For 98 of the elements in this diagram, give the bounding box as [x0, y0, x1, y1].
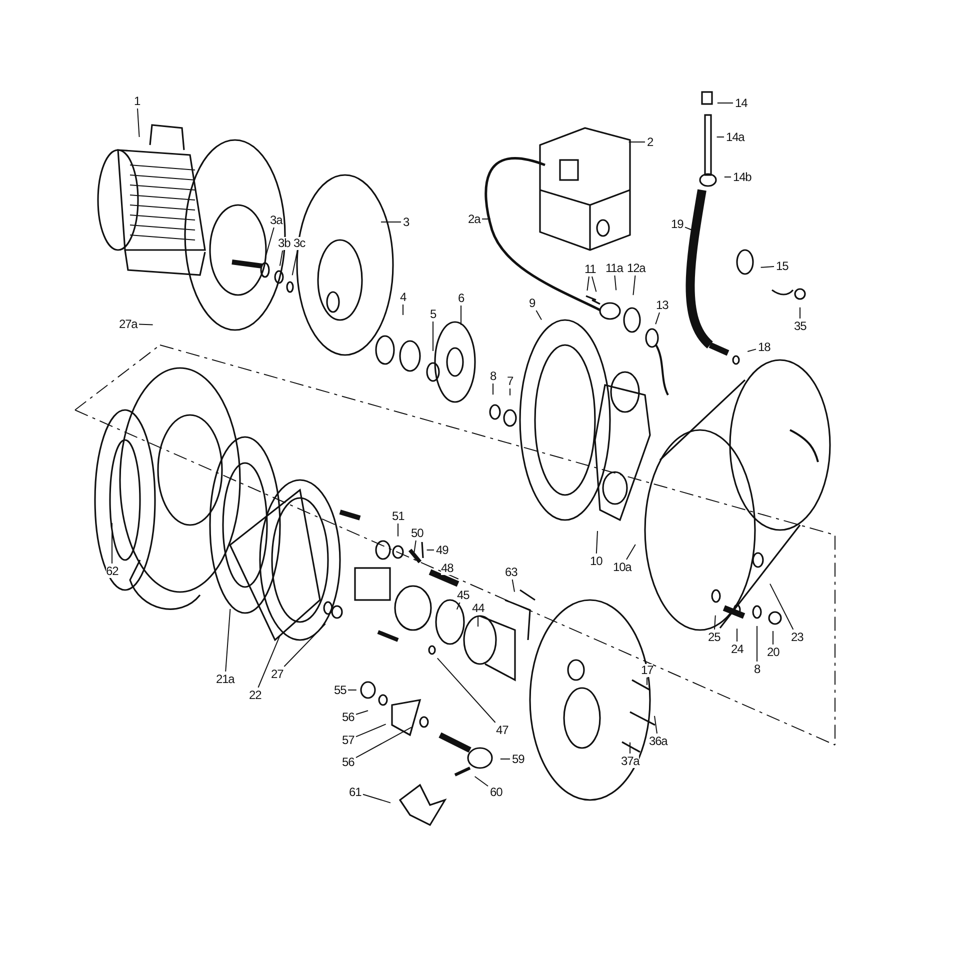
- callout-number: 11a: [606, 262, 623, 274]
- callout-number: 2a: [468, 212, 480, 226]
- callout-number: 60: [490, 786, 502, 798]
- callout-number: 63: [505, 566, 518, 578]
- leader-line: [258, 636, 280, 688]
- leader-line: [279, 250, 284, 266]
- leader-line: [736, 628, 738, 642]
- leader-line: [137, 108, 140, 138]
- leader-line: [356, 724, 386, 738]
- leader-line: [716, 102, 734, 104]
- callout-number: 49: [436, 544, 448, 556]
- callout-number: 14b: [733, 170, 752, 184]
- leader-line: [456, 602, 460, 610]
- callout-number: 20: [767, 646, 780, 658]
- leader-line: [266, 227, 274, 256]
- leader-line: [760, 266, 774, 268]
- callout-number: 8: [490, 370, 496, 382]
- leader-line: [655, 312, 660, 325]
- leader-line: [356, 710, 368, 715]
- callout-number: 19: [671, 218, 684, 230]
- callout-number: 50: [411, 526, 424, 540]
- callout-number: 4: [400, 290, 406, 304]
- callout-number: 8: [754, 662, 760, 676]
- leader-line: [492, 383, 494, 396]
- callout-number: 18: [758, 340, 770, 354]
- leader-line: [772, 630, 774, 645]
- leader-line: [684, 226, 693, 231]
- callout-number: 3a: [270, 214, 282, 226]
- leader-line: [586, 276, 590, 292]
- callout-number: 10: [590, 554, 602, 568]
- leader-line: [362, 794, 391, 804]
- callout-number: 59: [512, 752, 524, 766]
- callout-number: 3: [403, 216, 410, 228]
- leader-line: [356, 726, 412, 758]
- callout-number: 61: [349, 786, 362, 798]
- leader-line: [284, 623, 326, 667]
- leader-line: [596, 530, 598, 554]
- leader-line: [460, 305, 462, 326]
- callout-number: 56: [342, 710, 354, 724]
- callout-number: 27: [271, 668, 284, 680]
- callout-number: 9: [529, 296, 536, 310]
- leader-line: [770, 583, 794, 630]
- callout-number: 48: [441, 562, 454, 574]
- leader-line: [716, 136, 724, 138]
- leader-line: [402, 304, 404, 316]
- leader-line: [225, 608, 231, 672]
- callout-number: 15: [776, 260, 788, 272]
- callout-number: 35: [794, 320, 806, 332]
- callout-number: 17: [641, 664, 654, 676]
- callout-number: 36a: [649, 734, 668, 748]
- leader-line: [756, 626, 758, 662]
- leader-line: [482, 218, 491, 220]
- leader-line: [614, 275, 617, 291]
- callout-number: 55: [334, 684, 346, 696]
- callout-number: 22: [249, 688, 262, 702]
- leader-line: [654, 715, 658, 734]
- callout-number: 2: [647, 136, 654, 148]
- callout-number: 25: [708, 630, 720, 644]
- leader-line: [512, 579, 515, 592]
- callout-number: 14: [735, 96, 748, 110]
- leader-line: [646, 677, 648, 686]
- leader-line: [432, 321, 434, 352]
- callout-number: 45: [457, 588, 470, 602]
- callout-number: 47: [496, 724, 508, 736]
- leader-line: [138, 324, 154, 326]
- leader-line: [474, 776, 488, 787]
- callout-number: 27a: [119, 318, 138, 330]
- callout-number: 56: [342, 756, 354, 768]
- leader-line: [536, 310, 542, 320]
- callout-number: 14a: [726, 130, 744, 144]
- callout-number: 24: [731, 642, 744, 656]
- callout-number: 3b: [278, 236, 290, 250]
- callout-number: 62: [106, 564, 118, 578]
- leader-line: [632, 275, 636, 296]
- callout-number: 3c: [294, 236, 305, 250]
- callout-number: 11: [584, 262, 596, 276]
- leader-line: [436, 658, 496, 723]
- callout-number: 23: [791, 630, 804, 644]
- leader-line: [500, 758, 510, 760]
- callout-number: 6: [458, 292, 464, 304]
- callout-number: 12a: [627, 262, 646, 274]
- callout-number: 44: [472, 602, 484, 614]
- leader-line: [592, 276, 597, 292]
- callout-number: 10a: [613, 560, 632, 574]
- callout-number: 13: [656, 298, 668, 312]
- callout-number: 1: [134, 94, 140, 108]
- leader-line: [414, 540, 416, 553]
- callout-number: 7: [507, 374, 514, 388]
- leader-line: [714, 614, 716, 630]
- callout-number: 51: [392, 510, 404, 522]
- callout-number: 21a: [216, 672, 234, 686]
- callout-number: 5: [430, 308, 436, 320]
- callout-number: 37a: [621, 754, 640, 768]
- leader-line: [626, 544, 636, 560]
- callout-number: 57: [342, 734, 354, 746]
- leader-line: [724, 176, 732, 178]
- leader-line: [292, 250, 298, 276]
- leader-line: [747, 348, 756, 352]
